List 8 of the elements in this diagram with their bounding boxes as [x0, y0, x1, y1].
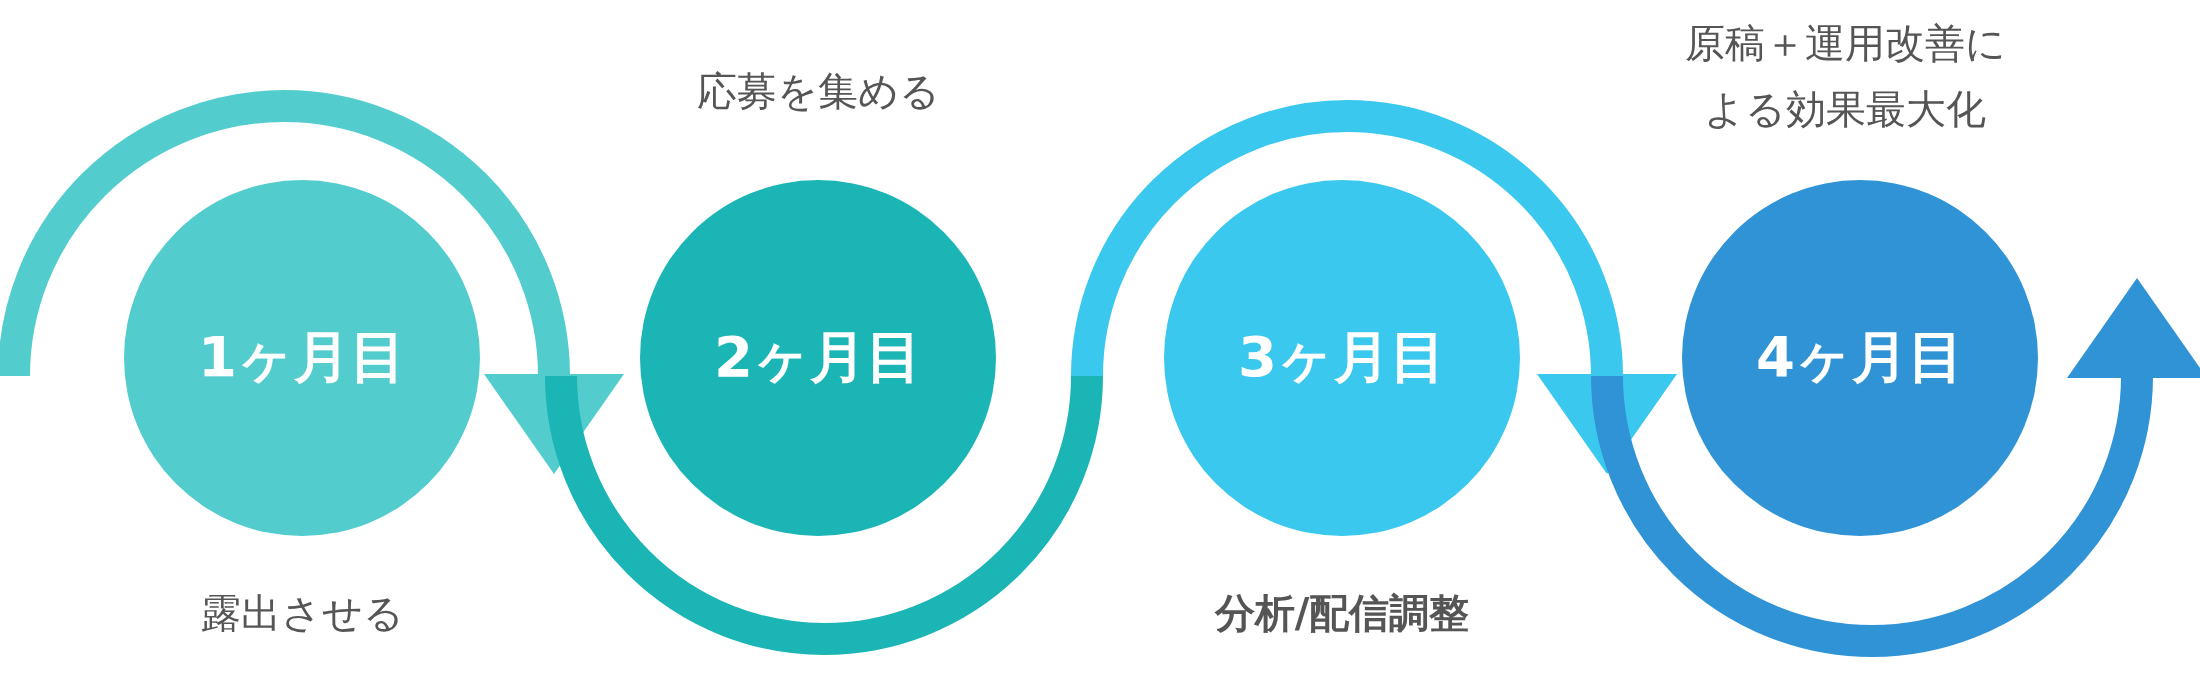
- step-label: 4ヶ月目: [1756, 323, 1964, 391]
- step-caption: 分析/配信調整: [1213, 589, 1471, 638]
- step-label: 3ヶ月目: [1238, 323, 1446, 391]
- step-caption: 応募を集める: [695, 67, 941, 116]
- step-label: 2ヶ月目: [714, 323, 922, 391]
- step-label: 1ヶ月目: [198, 323, 406, 391]
- step-caption: 原稿＋運用改善による効果最大化: [1683, 19, 2007, 134]
- step-caption: 露出させる: [199, 589, 405, 638]
